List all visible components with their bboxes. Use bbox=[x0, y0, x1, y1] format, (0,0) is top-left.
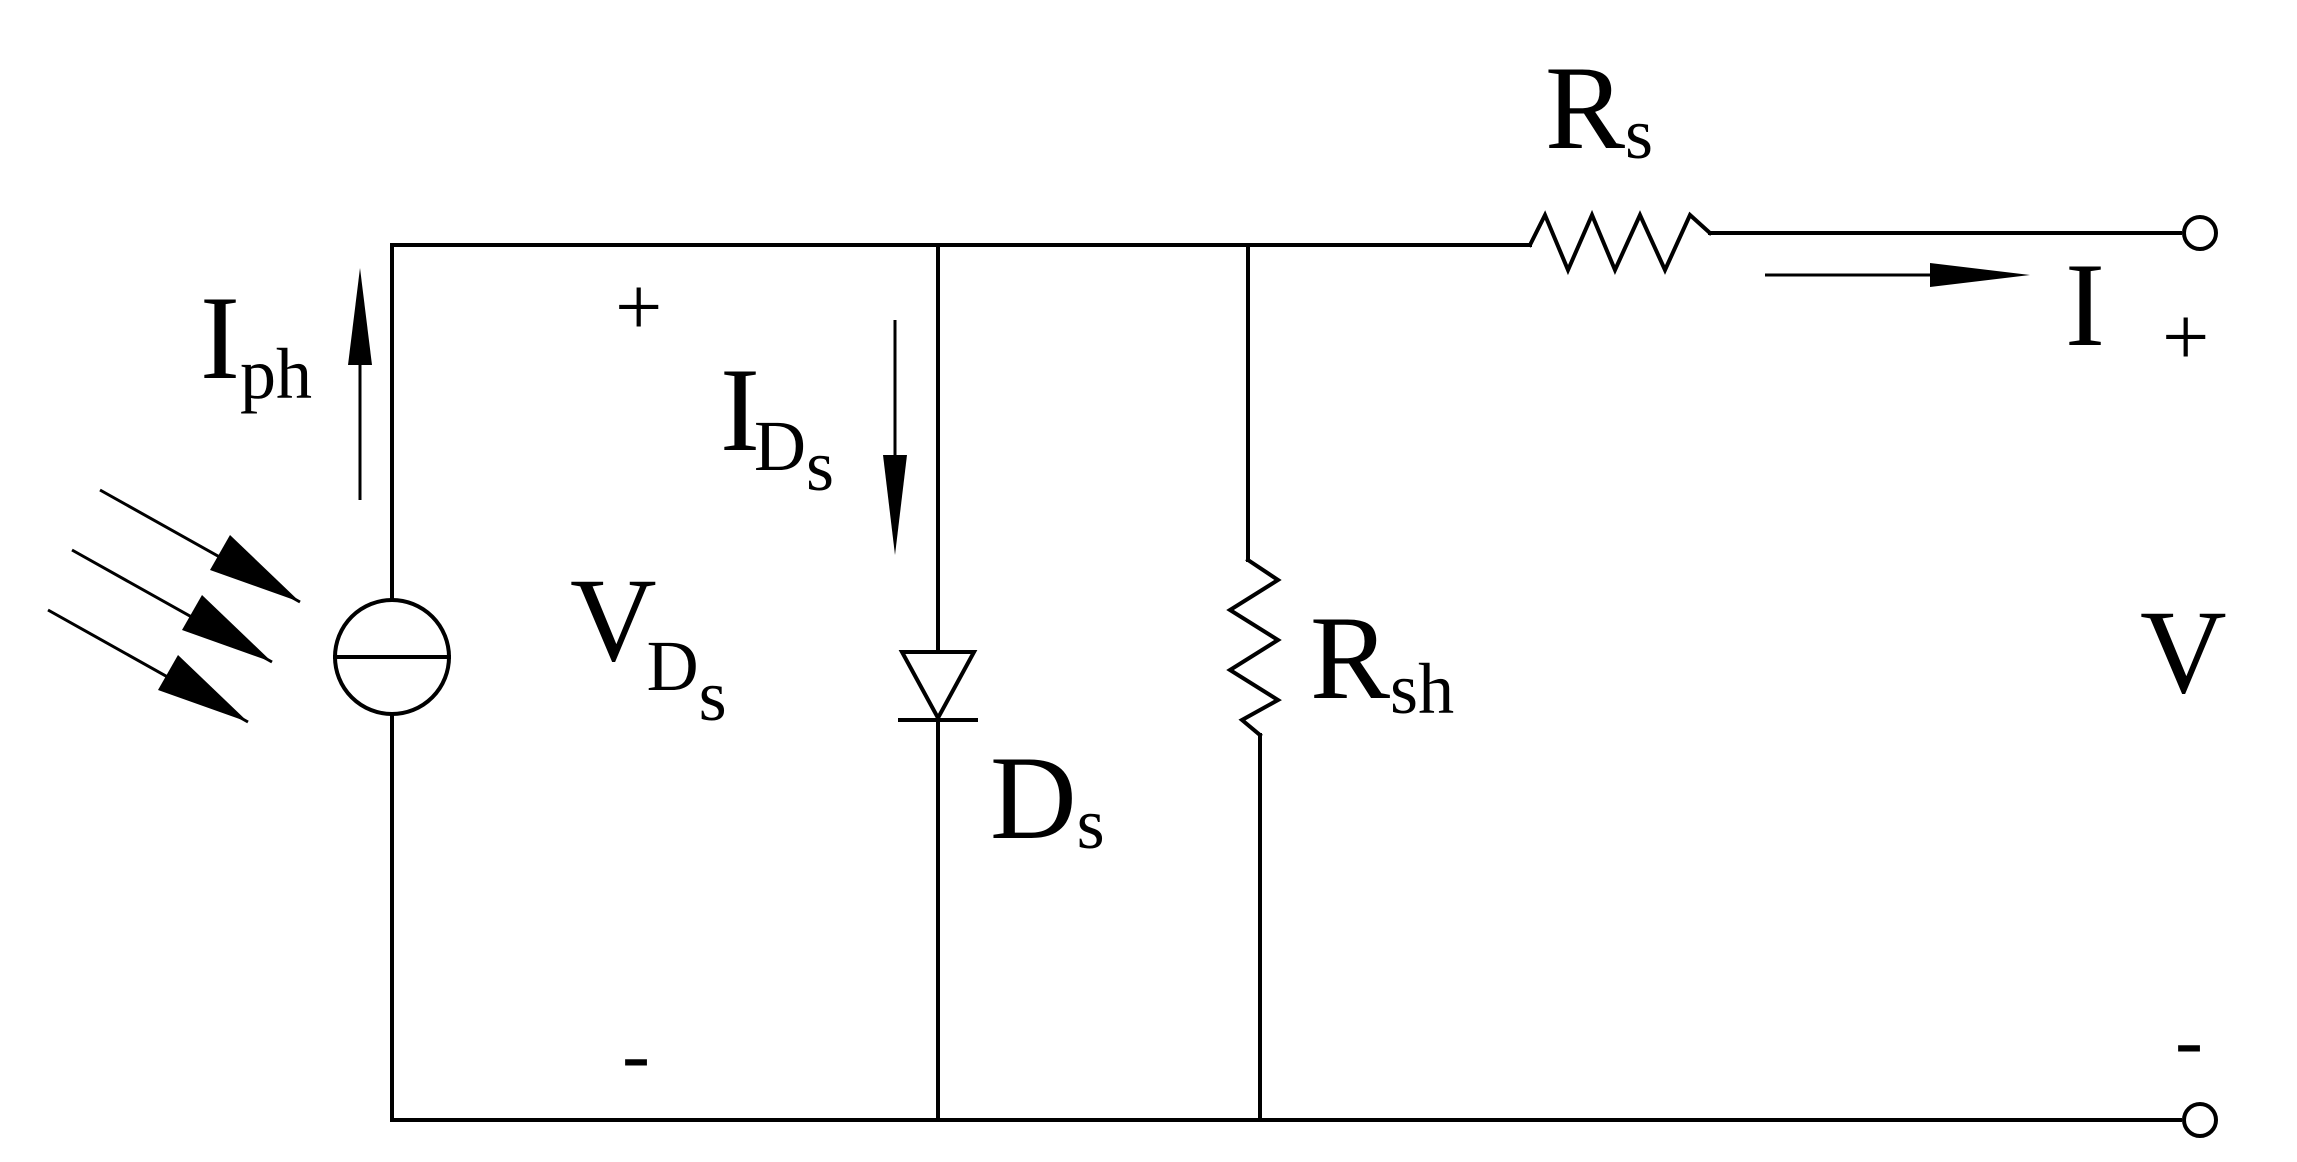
wires bbox=[390, 231, 2182, 1122]
series-resistor-icon bbox=[1527, 209, 1713, 276]
output-minus-sign: - bbox=[2175, 994, 2203, 1087]
series-resistor-label: Rs bbox=[1545, 41, 1653, 174]
vds-label: VDs bbox=[570, 553, 727, 736]
diode-icon bbox=[898, 650, 978, 723]
output-arrow-head bbox=[1930, 263, 2030, 287]
ids-arrow-icon bbox=[883, 320, 907, 555]
series-resistor-zigzag bbox=[1527, 209, 1713, 276]
shunt-resistor-label: Rsh bbox=[1310, 591, 1454, 729]
output-current-arrow-icon bbox=[1765, 263, 2030, 287]
output-terminal-positive bbox=[2182, 215, 2218, 251]
shunt-resistor-icon bbox=[1226, 557, 1282, 738]
light-ray-2-head bbox=[182, 595, 272, 662]
cell-plus-sign: + bbox=[615, 261, 662, 354]
diode-label: Ds bbox=[990, 731, 1105, 864]
terminals bbox=[2182, 215, 2218, 1138]
iph-label: Iph bbox=[200, 271, 312, 414]
cell-minus-sign: - bbox=[622, 1008, 650, 1101]
diode-triangle bbox=[898, 650, 978, 723]
iph-arrow-head bbox=[348, 268, 372, 365]
iph-arrow-icon bbox=[348, 268, 372, 500]
shunt-resistor-zigzag bbox=[1226, 557, 1282, 738]
ids-arrow-head bbox=[883, 455, 907, 555]
current-source bbox=[333, 598, 451, 716]
light-rays-icon bbox=[47, 488, 301, 724]
ids-label: IDs bbox=[720, 343, 834, 506]
light-ray-1-head bbox=[210, 535, 300, 602]
light-ray-3-head bbox=[158, 655, 248, 722]
output-current-label: I bbox=[2065, 238, 2105, 371]
output-terminal-negative bbox=[2182, 1102, 2218, 1138]
output-voltage-label: V bbox=[2140, 585, 2227, 718]
output-plus-sign: + bbox=[2162, 291, 2209, 384]
